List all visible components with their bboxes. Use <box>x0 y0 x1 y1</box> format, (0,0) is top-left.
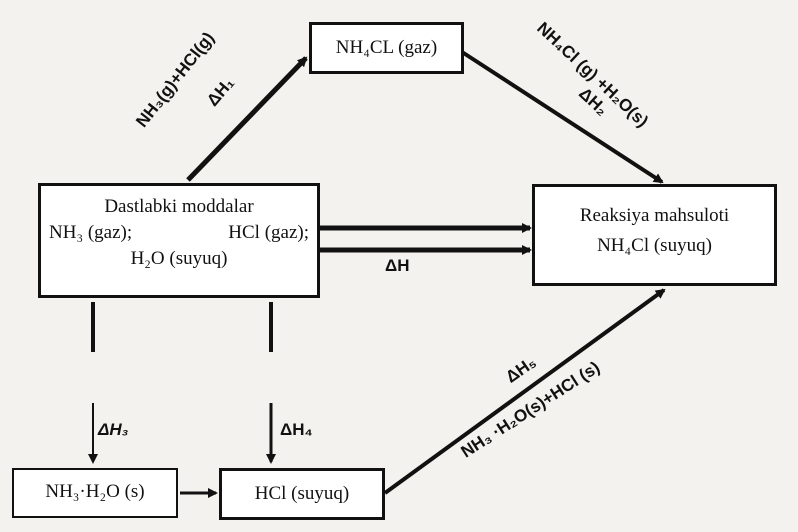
initial-title: Dastlabki moddalar <box>104 196 254 217</box>
box-reaction-product: Reaksiya mahsuloti NH₄Cl (suyuq) <box>532 184 777 286</box>
hcl-liquid-text: HCl (suyuq) <box>254 483 350 504</box>
initial-h2o: H₂O (suyuq) <box>130 248 228 269</box>
box-initial-substances: Dastlabki moddalar NH₃ (gaz); HCl (gaz);… <box>38 183 320 298</box>
label-dh4: ΔH₄ <box>280 420 313 439</box>
initial-hcl: HCl (gaz); <box>228 222 309 243</box>
product-title: Reaksiya mahsuloti <box>579 205 730 226</box>
arrow-nh4cl-to-product <box>460 50 664 184</box>
arrow-initial-to-nh4cl <box>186 56 308 182</box>
product-formula: NH₄Cl (suyuq) <box>597 235 712 256</box>
label-dh-main: ΔH <box>385 256 410 275</box>
initial-gases-row: NH₃ (gaz); HCl (gaz); <box>41 220 317 246</box>
nh4cl-gas-text: NH₄CL (gaz) <box>335 37 438 58</box>
label-dh2-left: ΔH₃ <box>98 420 129 439</box>
arrow-hcl-to-product <box>383 288 666 495</box>
nh3-h2o-text: NH₃·H₂O (s) <box>45 481 145 502</box>
initial-nh3: NH₃ (gaz); <box>49 222 133 243</box>
box-hcl-liquid: HCl (suyuq) <box>219 468 385 520</box>
box-nh4cl-gas: NH₄CL (gaz) <box>309 22 464 74</box>
box-nh3-h2o: NH₃·H₂O (s) <box>12 468 178 518</box>
